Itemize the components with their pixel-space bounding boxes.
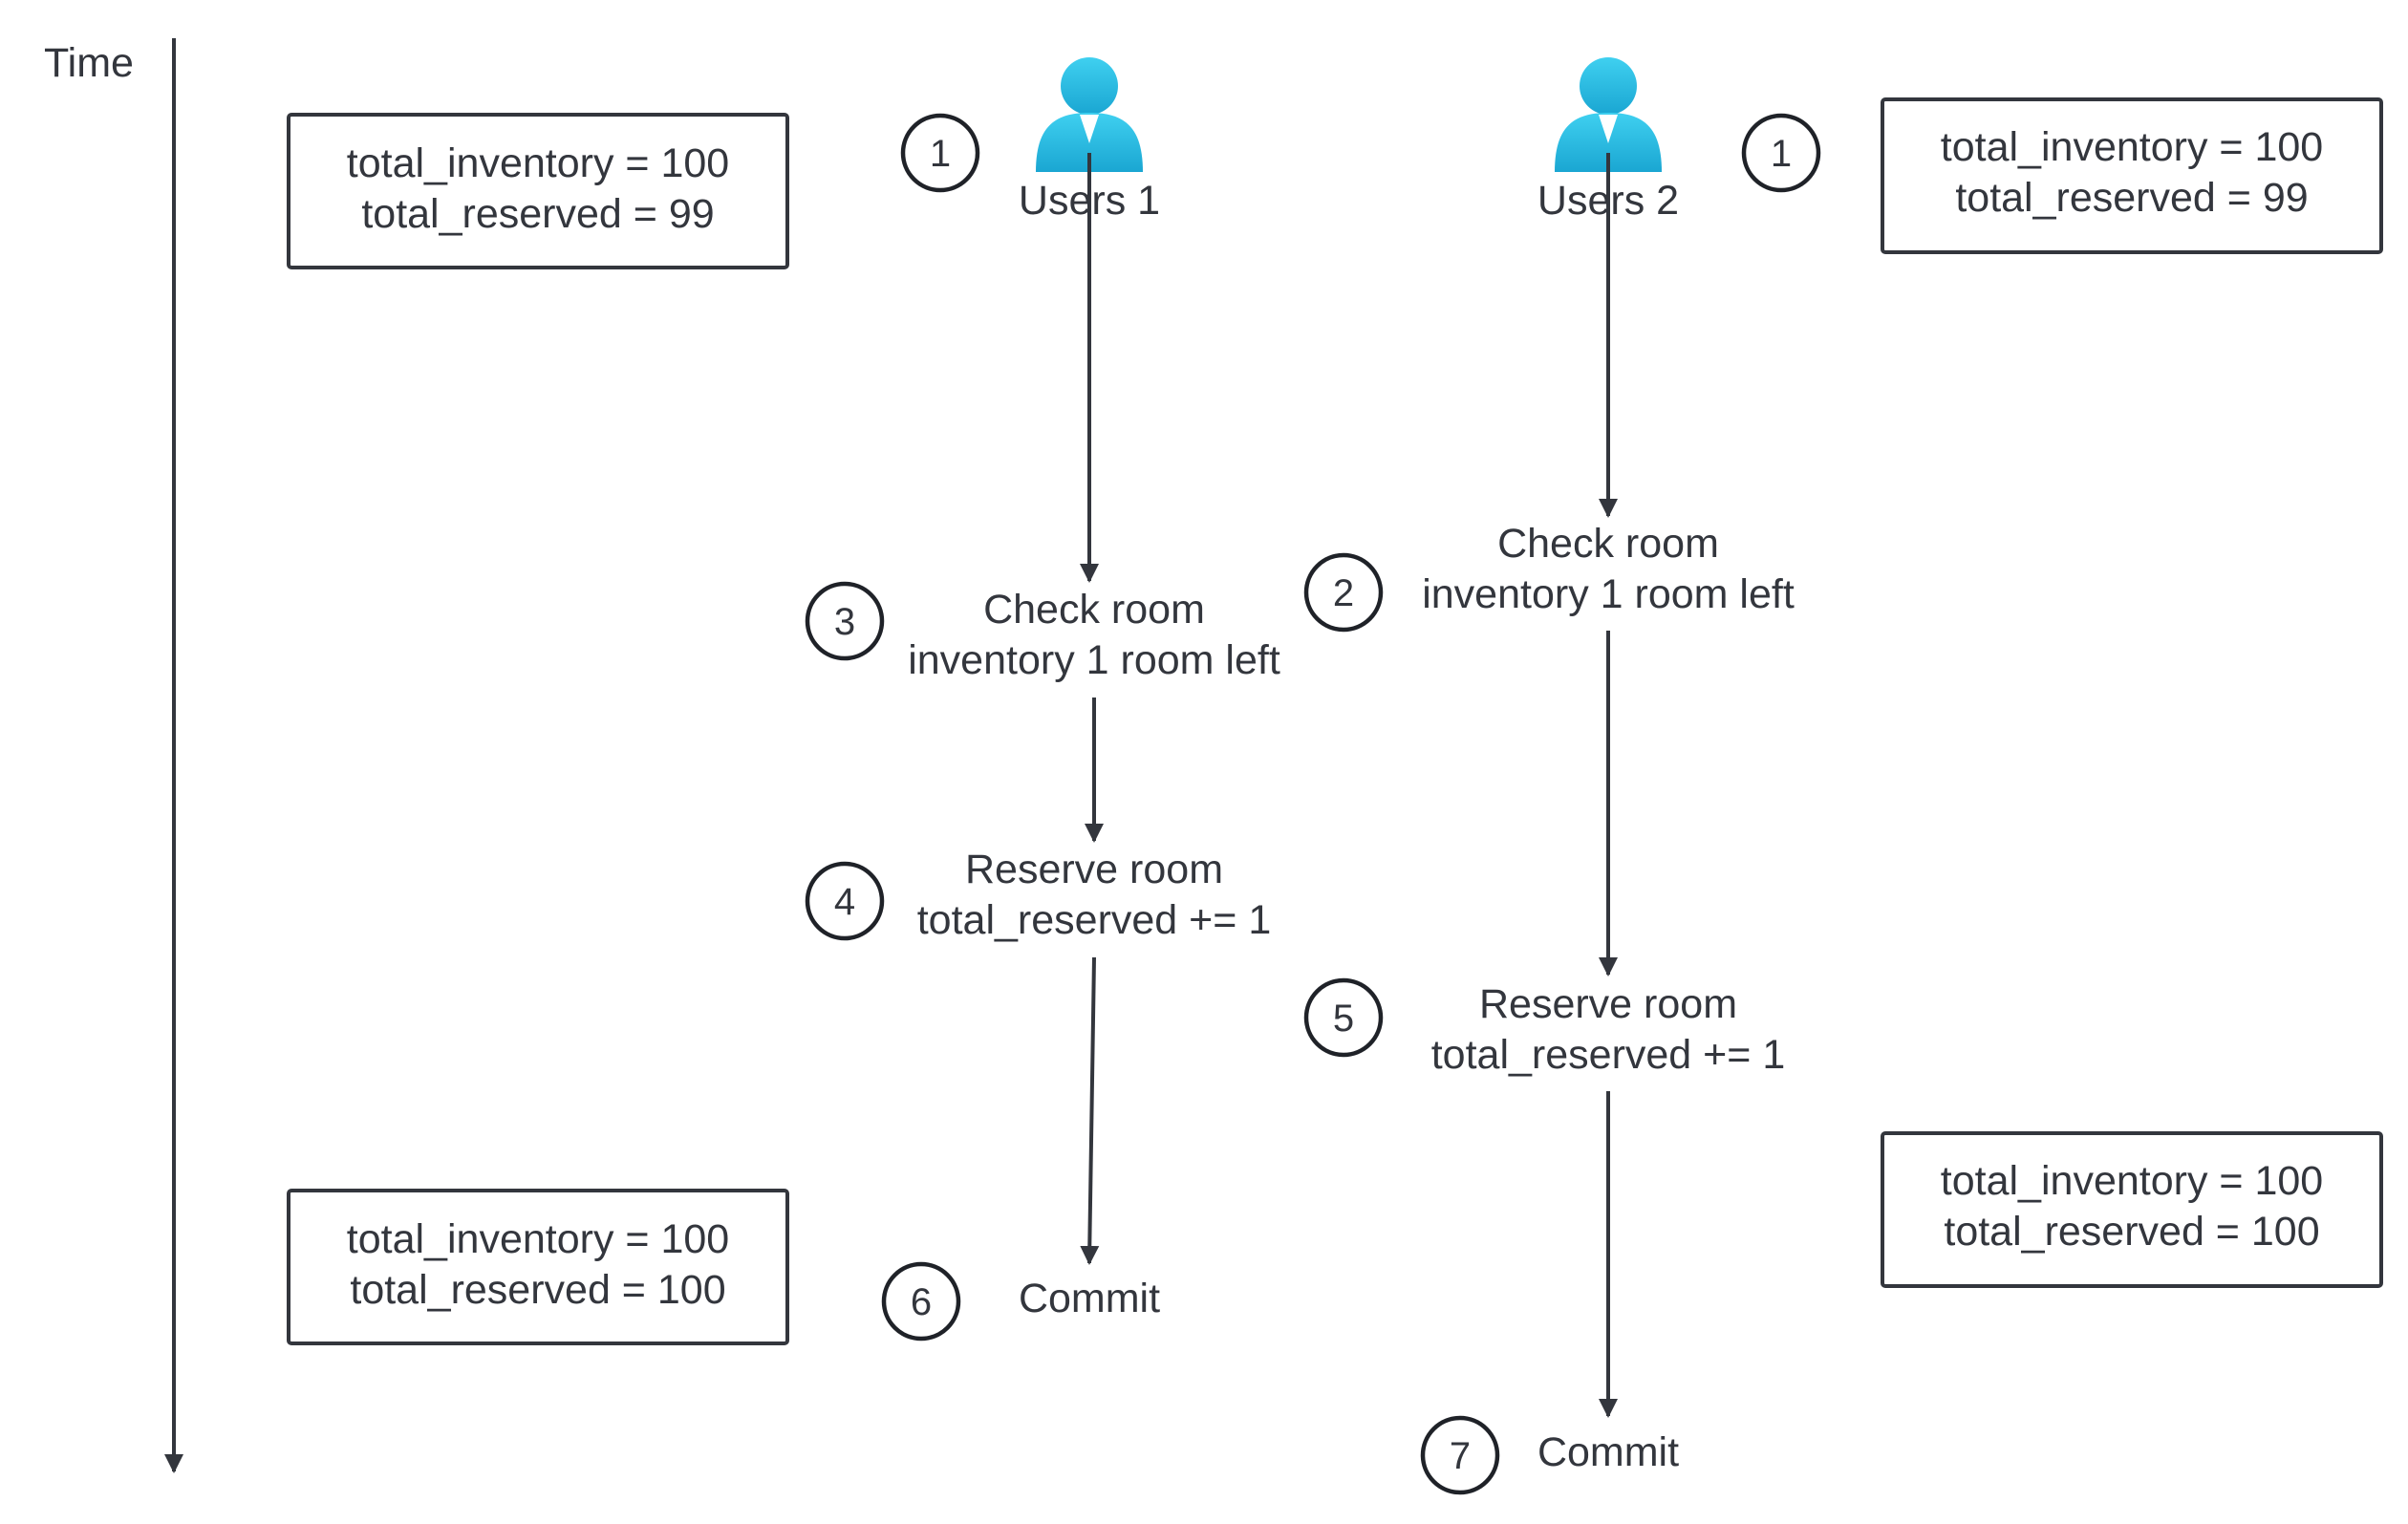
box-line-inventory: total_inventory = 100 [1941,1158,2323,1204]
step-number: 1 [1771,133,1792,175]
user-icon [1555,57,1662,172]
step-u2-reserve: 5 Reserve room total_reserved += 1 [1303,977,1786,1078]
step-number: 6 [911,1281,932,1323]
time-axis: Time [44,38,183,1473]
user-1: Users 1 1 [900,57,1160,224]
step-number: 1 [930,133,951,175]
user-icon [1036,57,1143,172]
step-line: Reserve room [965,847,1223,892]
step-circle-1: 1 [1741,113,1821,193]
step-u2-commit: 7 Commit [1420,1415,1679,1495]
step-line: total_reserved += 1 [917,897,1272,943]
step-line: total_reserved += 1 [1431,1032,1786,1078]
step-line: Check room [1497,521,1719,567]
step-number: 2 [1333,572,1354,614]
step-line: inventory 1 room left [1422,571,1795,617]
step-u1-commit: 6 Commit [881,1261,1160,1342]
step-number: 4 [834,881,855,923]
step-number: 7 [1450,1435,1471,1477]
box-line-reserved: total_reserved = 100 [350,1267,725,1313]
step-line: Reserve room [1479,981,1737,1027]
state-box-right-top: total_inventory = 100 total_reserved = 9… [1881,97,2383,254]
state-box-left-bottom: total_inventory = 100 total_reserved = 1… [287,1189,789,1345]
step-line: Commit [1019,1276,1160,1321]
box-line-reserved: total_reserved = 99 [1955,175,2308,221]
step-circle-1: 1 [900,113,980,193]
box-line-inventory: total_inventory = 100 [347,140,729,186]
state-box-left-top: total_inventory = 100 total_reserved = 9… [287,113,789,269]
step-number: 5 [1333,998,1354,1040]
box-line-inventory: total_inventory = 100 [347,1216,729,1262]
step-u1-check: 3 Check room inventory 1 room left [805,581,1280,683]
step-number: 3 [834,601,855,643]
box-line-reserved: total_reserved = 100 [1944,1209,2319,1255]
step-line: Commit [1537,1429,1679,1475]
box-line-inventory: total_inventory = 100 [1941,124,2323,170]
state-box-right-bottom: total_inventory = 100 total_reserved = 1… [1881,1131,2383,1288]
time-label: Time [44,40,134,86]
step-u1-reserve: 4 Reserve room total_reserved += 1 [805,847,1272,943]
step-line: Check room [983,587,1205,633]
box-line-reserved: total_reserved = 99 [361,191,714,237]
step-u2-check: 2 Check room inventory 1 room left [1303,521,1795,633]
user-2: Users 2 1 [1537,57,1821,224]
step-line: inventory 1 room left [908,637,1280,683]
flow-arrow [1080,956,1100,1265]
